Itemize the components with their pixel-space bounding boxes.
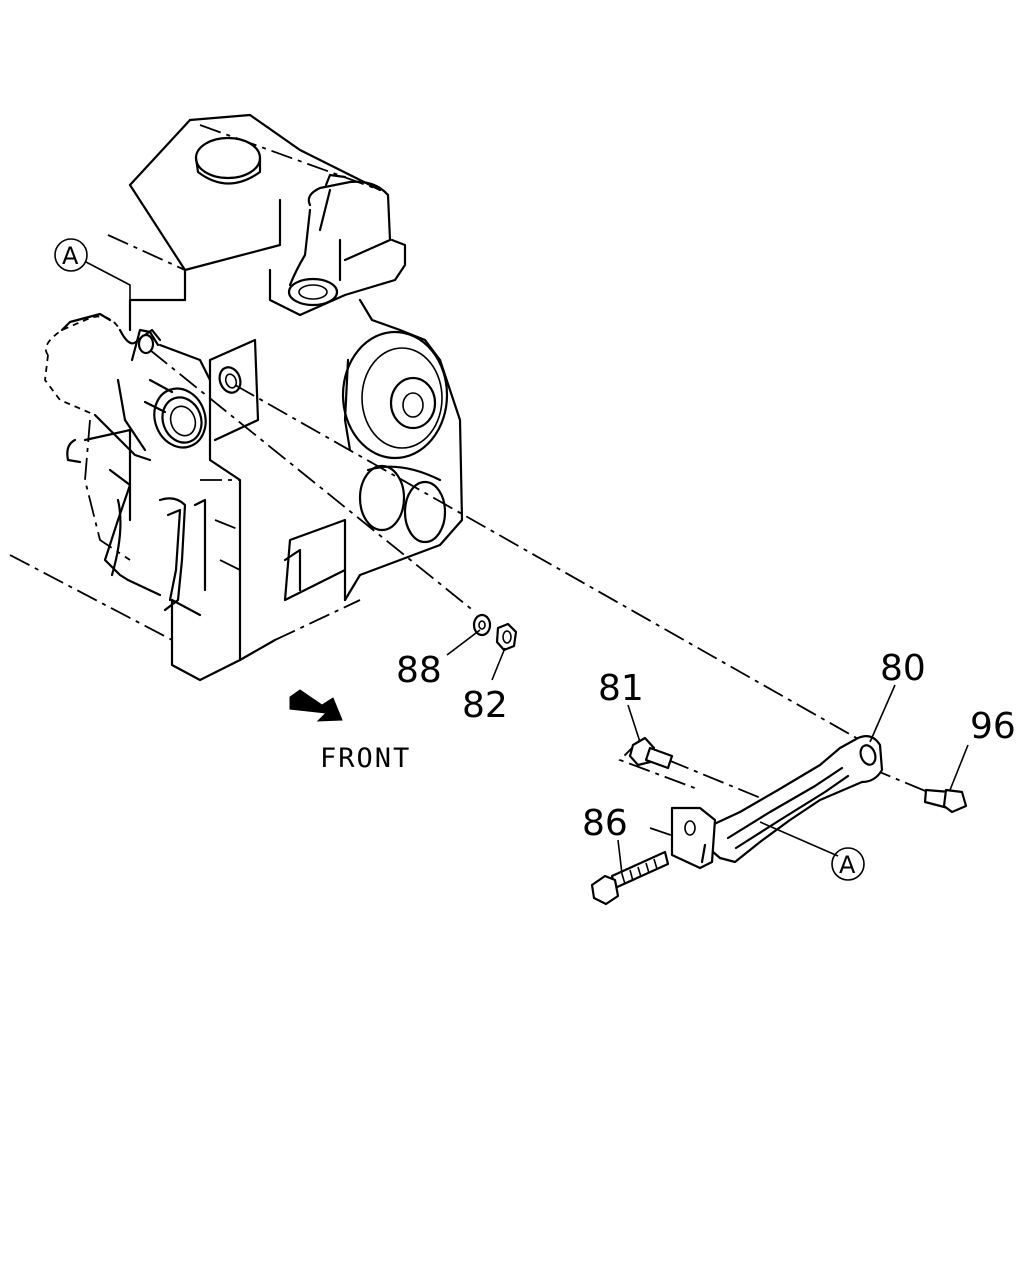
callout-86: 86 — [582, 803, 628, 844]
callout-96: 96 — [970, 706, 1016, 747]
front-direction-arrow: FRONT — [289, 689, 411, 774]
reference-marker-bottom: A — [831, 847, 865, 881]
assembly-center-lines — [149, 349, 936, 846]
engine-mount-boss — [137, 333, 242, 394]
callout-82: 82 — [462, 685, 508, 726]
reference-marker-bottom-label: A — [839, 851, 856, 879]
nut-part-82 — [495, 622, 518, 652]
bolt-part-81 — [628, 736, 674, 770]
bolt-part-96 — [923, 788, 968, 814]
leader-lines — [85, 261, 969, 875]
reference-marker-top: A — [54, 238, 88, 272]
callout-81: 81 — [598, 668, 644, 709]
bolt-part-86 — [590, 850, 670, 906]
reference-marker-top-label: A — [62, 242, 79, 270]
washer-part-88 — [472, 613, 492, 637]
callout-80: 80 — [880, 648, 926, 689]
engine-block — [9, 113, 464, 682]
front-label: FRONT — [320, 743, 411, 774]
callout-88: 88 — [396, 650, 442, 691]
